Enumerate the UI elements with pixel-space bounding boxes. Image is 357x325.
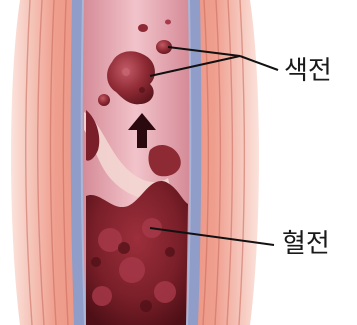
embolus-label: 색전 <box>284 58 332 84</box>
thrombus-label: 혈전 <box>282 231 330 257</box>
